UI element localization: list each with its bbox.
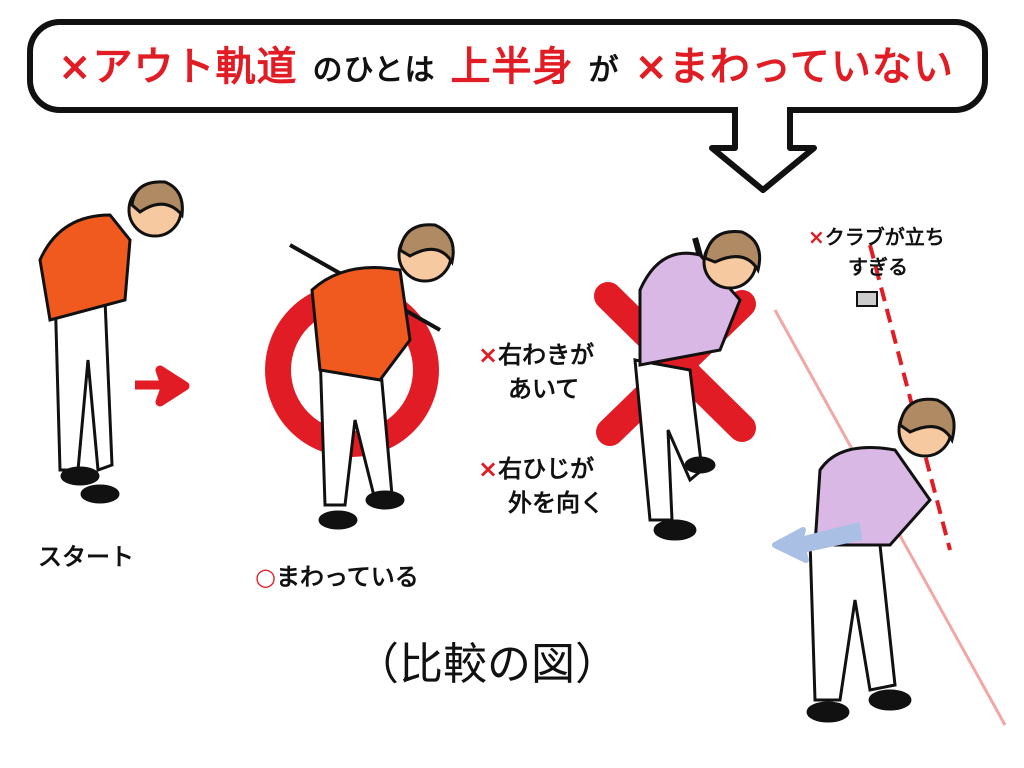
headline-part3: 上半身 [450,44,574,90]
label-fault2: ×右ひじが 外を向く [478,452,604,520]
headline-part5: ×まわっていない [634,44,954,90]
club-shaft-line [868,244,952,551]
label-fault2-line2: 外を向く [508,489,604,517]
cross-mark-icon: × [478,341,499,369]
label-fault3-line2: すぎる [848,255,908,279]
label-fault3-line1: クラブが立ち [824,225,945,249]
cross-mark-icon: × [808,225,825,249]
golfer-good-turn [289,223,455,530]
label-good: ○まわっている [255,560,419,594]
club-head-icon [856,291,878,307]
circle-mark-icon: ○ [255,563,276,591]
speech-box [27,19,988,193]
cross-mark-icon: × [478,455,499,483]
headline-part1: ×アウト軌道 [58,44,298,90]
label-fault1-line1: 右わきが [498,341,595,369]
label-fault1-line2: あいて [508,375,580,403]
headline: ×アウト軌道 のひとは 上半身 が ×まわっていない [58,34,954,92]
headline-part4: が [588,53,620,88]
label-fault3: ×クラブが立ち すぎる [808,222,945,282]
label-good-text: まわっている [275,563,419,591]
arrow-left-blue-icon [772,522,863,563]
headline-part2: のひとは [312,53,436,88]
arrow-right-icon [135,365,190,407]
label-fault1: ×右わきが あいて [478,338,594,406]
label-comparison: （比較の図） [355,639,619,690]
label-fault2-line1: 右ひじが [498,455,595,483]
label-start: スタート [38,543,134,571]
golfer-fault-out-swing [633,230,762,541]
golfer-fault-club-steep [806,397,956,723]
golfer-start [38,180,184,504]
